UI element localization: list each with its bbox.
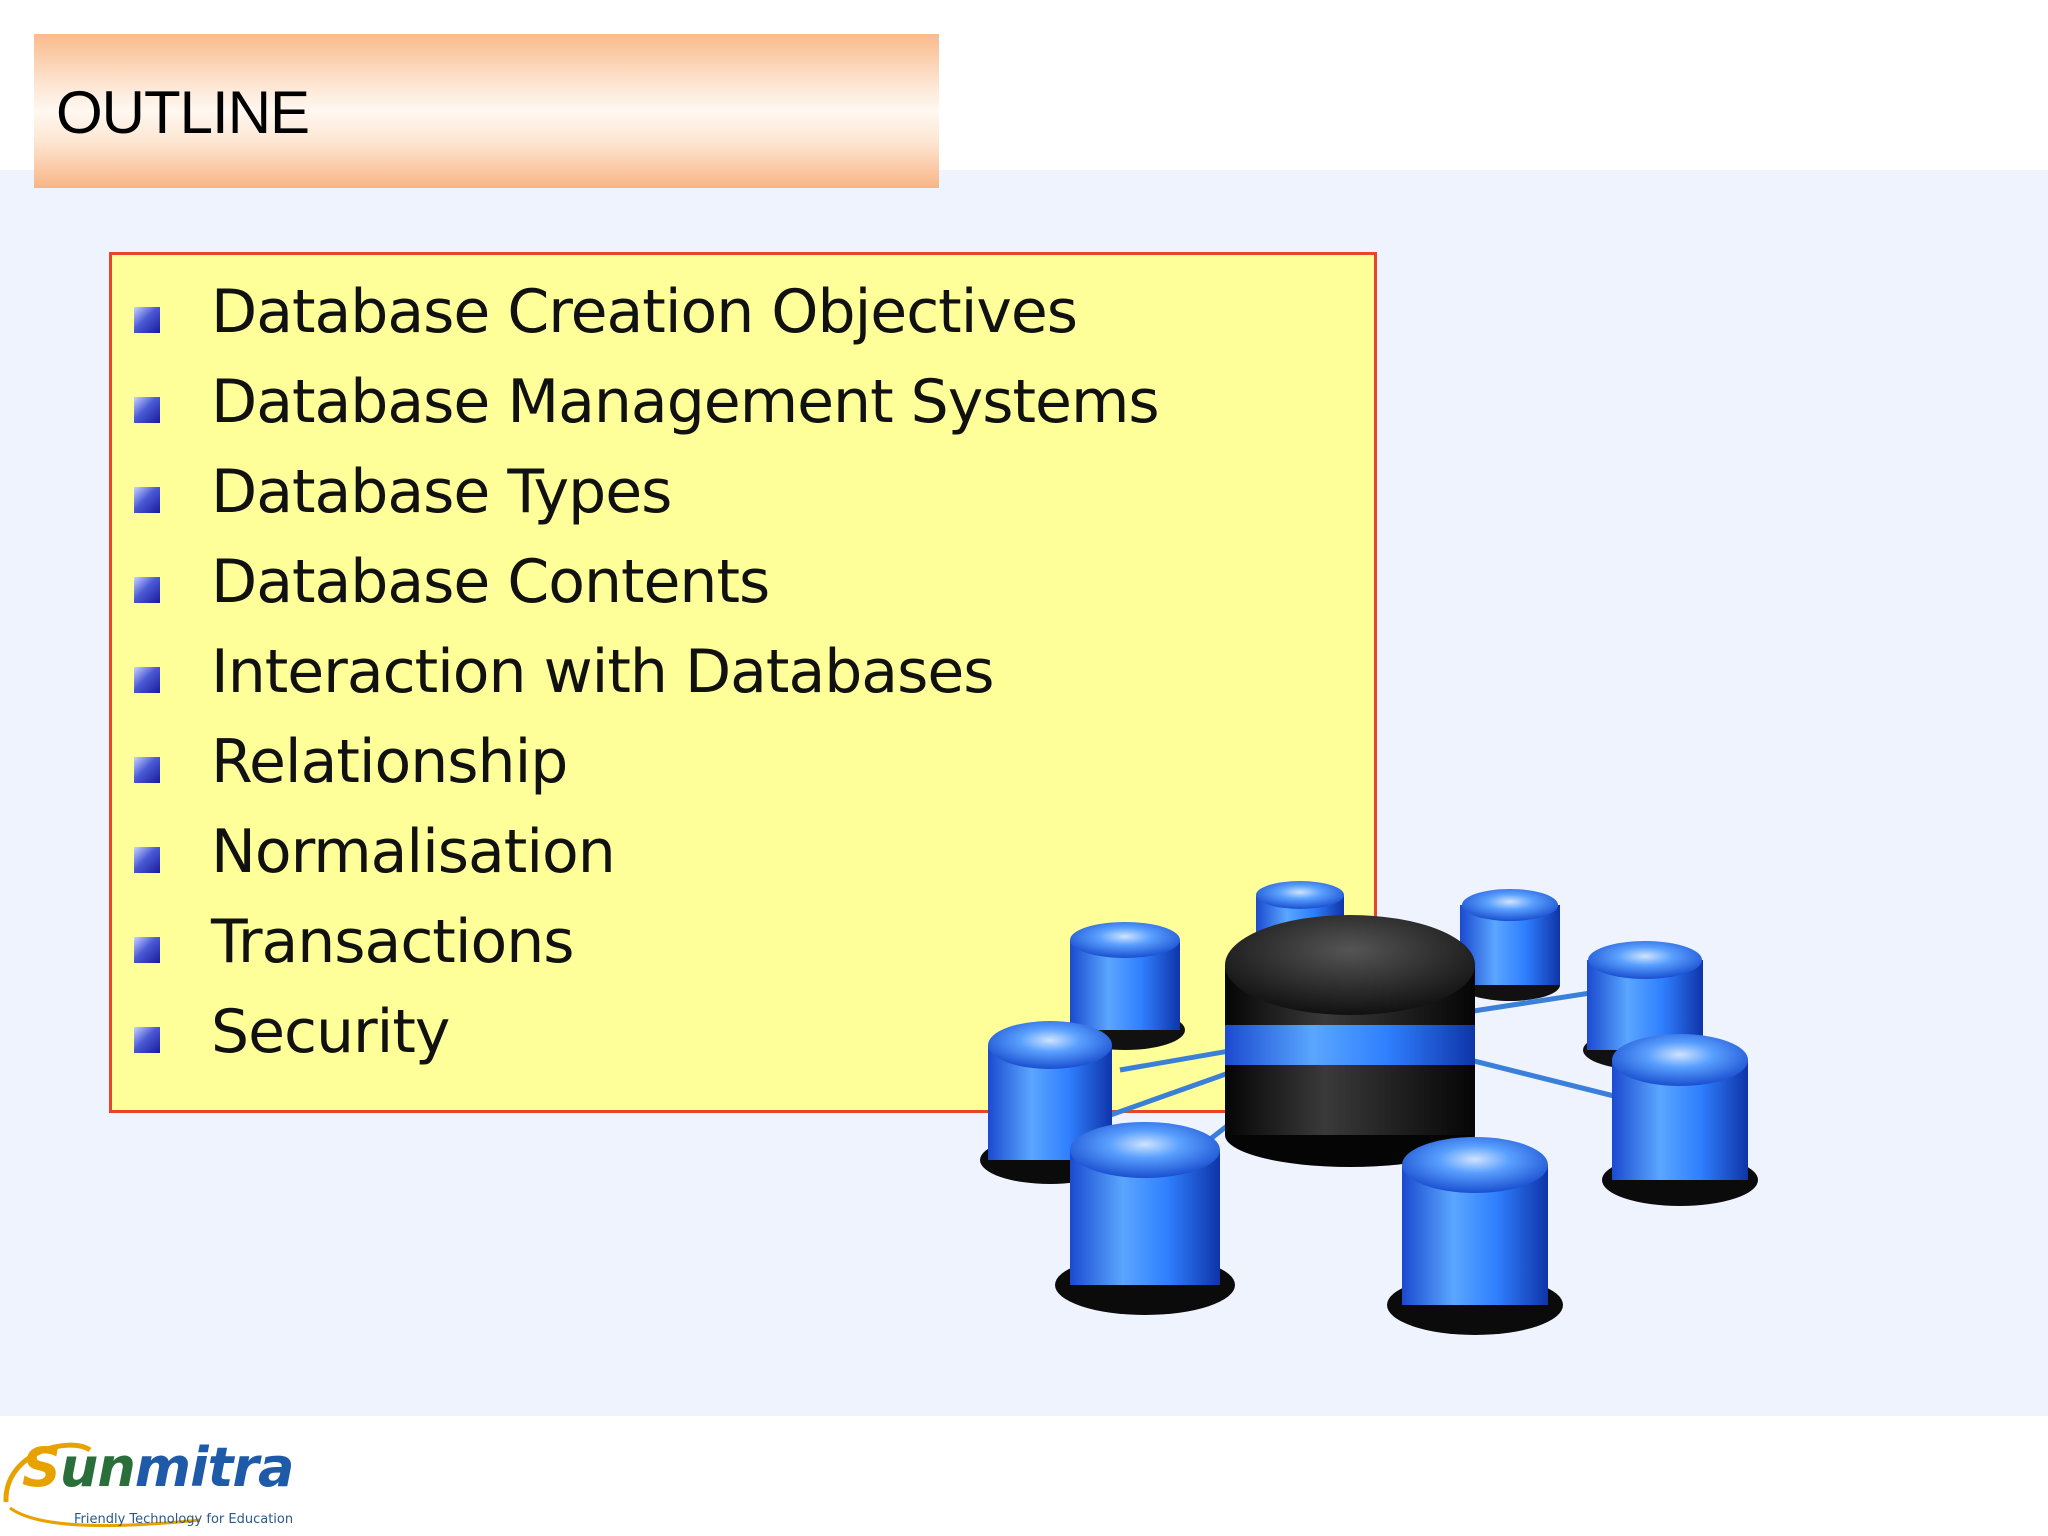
sunmitra-logo: Sunmitra Friendly Technology for Educati… [0, 1432, 320, 1536]
outline-item: Database Creation Objectives [112, 275, 1374, 365]
outline-item-text: Database Creation Objectives [211, 277, 1078, 347]
outline-item-text: Interaction with Databases [211, 637, 995, 707]
square-bullet-icon [134, 667, 160, 693]
outline-item-text: Database Types [211, 457, 672, 527]
square-bullet-icon [134, 847, 160, 873]
outline-item: Relationship [112, 725, 1374, 815]
logo-wordmark: Sunmitra [22, 1436, 295, 1499]
outline-item: Transactions [112, 905, 1374, 995]
outline-item: Interaction with Databases [112, 635, 1374, 725]
outline-item-text: Transactions [211, 907, 575, 977]
outline-item-text: Security [211, 997, 450, 1067]
outline-item: Database Contents [112, 545, 1374, 635]
outline-item: Security [112, 995, 1374, 1085]
square-bullet-icon [134, 937, 160, 963]
outline-box: Database Creation Objectives Database Ma… [109, 252, 1377, 1113]
square-bullet-icon [134, 1027, 160, 1053]
square-bullet-icon [134, 577, 160, 603]
outline-item-text: Database Management Systems [211, 367, 1160, 437]
outline-item: Database Management Systems [112, 365, 1374, 455]
outline-list: Database Creation Objectives Database Ma… [112, 255, 1374, 1110]
outline-item-text: Normalisation [211, 817, 616, 887]
square-bullet-icon [134, 487, 160, 513]
database-network-icon [980, 881, 1758, 1335]
outline-item: Database Types [112, 455, 1374, 545]
logo-letters-un: un [59, 1436, 136, 1499]
square-bullet-icon [134, 397, 160, 423]
slide-title: OUTLINE [56, 79, 310, 146]
square-bullet-icon [134, 757, 160, 783]
outline-item-text: Database Contents [211, 547, 770, 617]
square-bullet-icon [134, 307, 160, 333]
title-bar: OUTLINE [34, 34, 939, 188]
logo-swoosh-icon [3, 1442, 201, 1528]
logo-letter-s: S [22, 1436, 61, 1499]
outline-item: Normalisation [112, 815, 1374, 905]
logo-tagline: Friendly Technology for Education [74, 1512, 294, 1527]
outline-item-text: Relationship [211, 727, 568, 797]
logo-letters-mitra: mitra [134, 1436, 295, 1499]
